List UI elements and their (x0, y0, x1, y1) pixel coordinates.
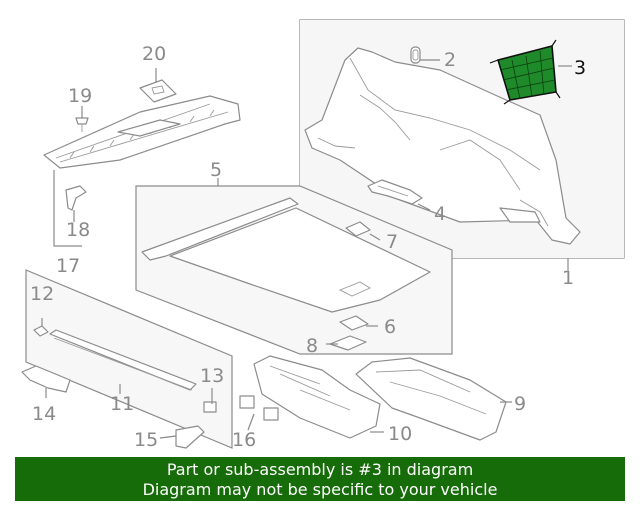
part-15-bracket (175, 425, 205, 449)
callout-16: 16 (232, 429, 256, 451)
part-13-clip (203, 401, 217, 413)
side-trim-panel (304, 47, 581, 245)
callout-8: 8 (306, 335, 318, 357)
part-12-clip (33, 325, 49, 337)
callout-17: 17 (56, 255, 80, 277)
callout-9: 9 (514, 393, 526, 415)
part-18-bracket (65, 185, 87, 211)
part-3-cargo-net (489, 39, 561, 105)
callout-2: 2 (444, 49, 456, 71)
banner-line-1: Part or sub-assembly is #3 in diagram (166, 460, 474, 479)
cargo-floor-panel (141, 197, 431, 313)
callout-5: 5 (210, 159, 222, 181)
info-banner: Part or sub-assembly is #3 in diagram Di… (15, 457, 625, 501)
part-16-clips (239, 395, 279, 421)
callout-18: 18 (66, 219, 90, 241)
part-9-storage (355, 357, 507, 441)
leader-lines (41, 59, 572, 439)
banner-line-2: Diagram may not be specific to your vehi… (142, 480, 498, 499)
part-20-cap (139, 79, 177, 103)
callout-6: 6 (384, 316, 396, 338)
part-17-sill-plate (43, 95, 241, 169)
part-14-bracket (21, 365, 71, 393)
part-6-cover (339, 315, 369, 331)
callout-11: 11 (110, 393, 134, 415)
callout-13: 13 (200, 365, 224, 387)
part-11-inset (25, 269, 233, 449)
part-11-sill (49, 329, 197, 391)
part-4-handle (367, 179, 423, 205)
part-5-inset (135, 185, 453, 355)
callouts: 2 3 4 1 5 7 6 8 9 10 11 12 13 14 15 16 1… (30, 43, 586, 451)
callout-7: 7 (386, 231, 398, 253)
callout-15: 15 (134, 429, 158, 451)
callout-20: 20 (142, 43, 166, 65)
part-2-clip (410, 46, 421, 64)
part-19-pin (75, 117, 89, 132)
callout-19: 19 (68, 85, 92, 107)
callout-12: 12 (30, 283, 54, 305)
part-7-cover (345, 221, 371, 237)
part-1-inset (299, 19, 625, 259)
part-10-storage (253, 355, 381, 439)
callout-10: 10 (388, 423, 412, 445)
callout-1: 1 (562, 267, 574, 289)
callout-4: 4 (434, 203, 446, 225)
part-8-cover (329, 335, 367, 351)
callout-3: 3 (574, 57, 586, 79)
callout-14: 14 (32, 403, 56, 425)
